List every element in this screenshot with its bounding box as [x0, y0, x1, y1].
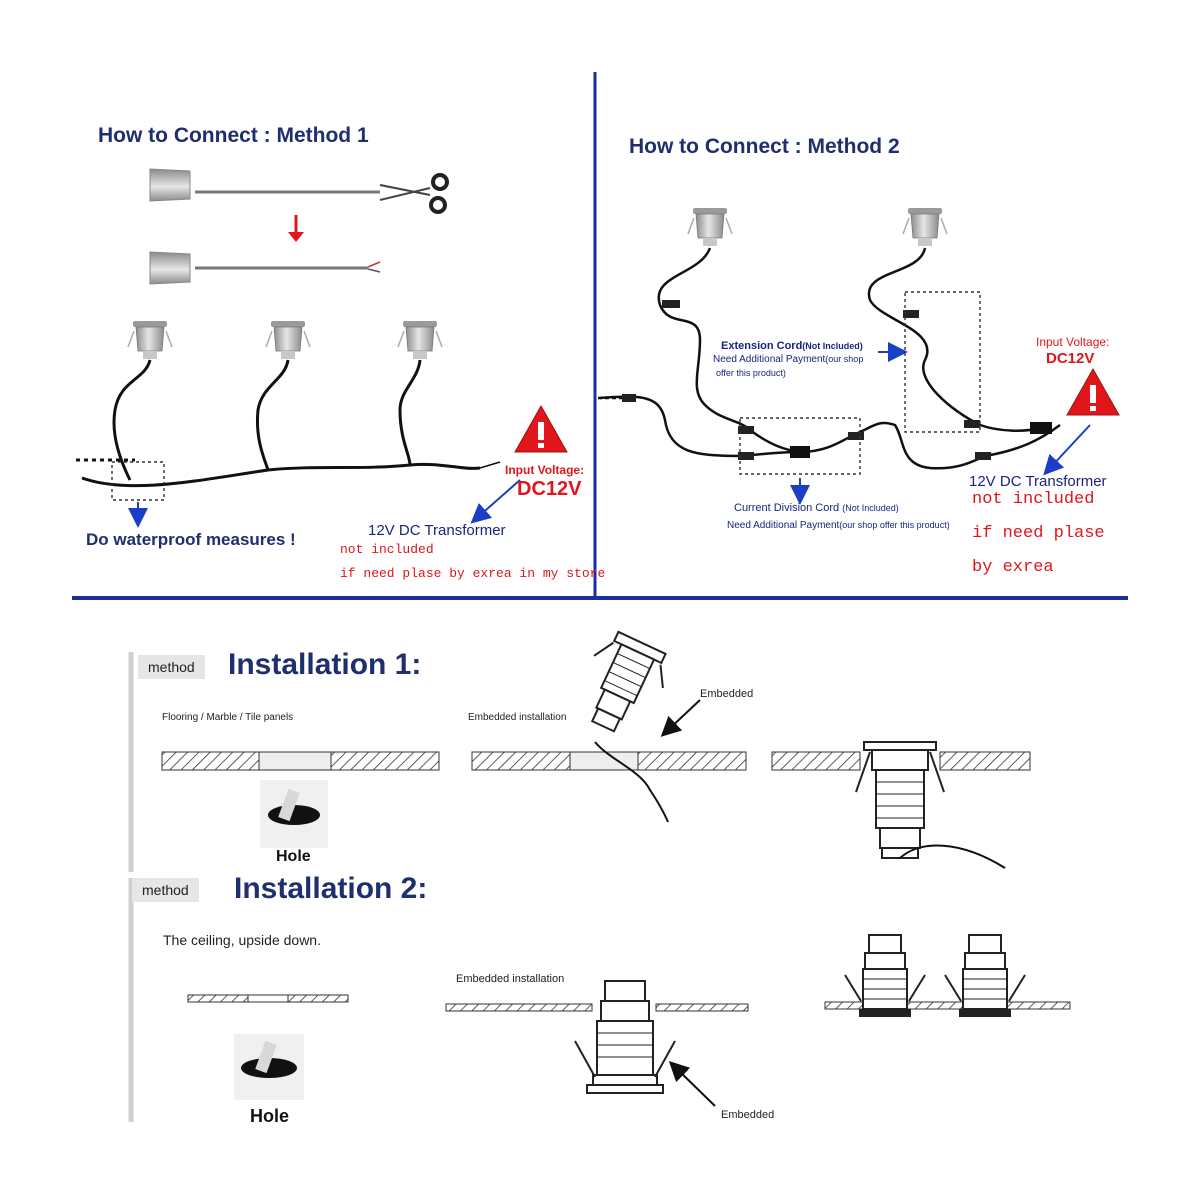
installation2-surface: The ceiling, upside down. — [163, 932, 321, 948]
installation2-diagram — [128, 878, 1071, 1122]
extension-payment-text: Need Additional Payment — [713, 354, 826, 365]
extension-cord-name: Extension Cord — [721, 340, 803, 352]
current-division-not-included: (Not Included) — [842, 503, 899, 513]
m2-transformer-label: 12V DC Transformer — [969, 473, 1107, 490]
warning-icon — [514, 405, 568, 453]
m2-voltage-value: DC12V — [1046, 350, 1095, 367]
lamp-tilted — [590, 630, 667, 733]
current-division-name: Current Division Cord — [734, 502, 840, 514]
hole-icon — [260, 780, 328, 848]
waterproof-note: Do waterproof measures ! — [86, 530, 296, 549]
current-shop-text: (our shop offer this product) — [839, 520, 950, 530]
installation1-embedded: Embedded — [700, 688, 754, 700]
extension-offer-label: offer this product) — [716, 368, 786, 378]
lamp-installed — [855, 741, 945, 859]
store-note: if need plase by exrea in my store — [340, 566, 606, 581]
extension-cord-not-included: (Not Included) — [802, 341, 863, 351]
installation1-hole-label: Hole — [276, 848, 311, 865]
m2-exrea-note: by exrea — [972, 558, 1054, 577]
installation1-method-tag: method — [138, 655, 205, 679]
installation2-embedded-installation: Embedded installation — [456, 973, 565, 985]
extension-payment-label: Need Additional Payment(our shop — [713, 354, 863, 365]
installation2-embedded: Embedded — [721, 1109, 775, 1121]
m2-input-voltage-label: Input Voltage: — [1036, 335, 1110, 349]
installation1-embedded-installation: Embedded installation — [468, 712, 567, 723]
voltage-value: DC12V — [517, 478, 582, 500]
installation2-method-tag: method — [132, 878, 199, 902]
transformer-label: 12V DC Transformer — [368, 522, 506, 539]
installation1-surface: Flooring / Marble / Tile panels — [162, 712, 294, 723]
installation2-title: Installation 2: — [234, 872, 428, 905]
extension-cord-label: Extension Cord(Not Included) — [721, 340, 863, 352]
method1-title: How to Connect : Method 1 — [98, 124, 369, 147]
installation1-diagram — [128, 630, 1031, 872]
installation1-title: Installation 1: — [228, 648, 422, 681]
not-included-note: not included — [340, 542, 434, 557]
current-division-label: Current Division Cord (Not Included) — [734, 502, 899, 514]
lamp-upside-down — [574, 980, 676, 1094]
method2-diagram — [598, 207, 1120, 505]
hole-icon — [234, 1034, 304, 1100]
lamp-ceiling-right — [944, 934, 1026, 1017]
method1-diagram — [76, 168, 568, 528]
current-payment-label: Need Additional Payment(our shop offer t… — [727, 520, 950, 531]
m2-not-included-note: not included — [972, 490, 1095, 509]
installation2-hole-label: Hole — [250, 1106, 290, 1126]
lamp-ceiling-left — [844, 934, 926, 1017]
method2-title: How to Connect : Method 2 — [629, 135, 900, 158]
current-payment-text: Need Additional Payment — [727, 520, 840, 531]
warning-icon — [1066, 368, 1120, 416]
m2-if-need-note: if need plase — [972, 524, 1105, 543]
input-voltage-label: Input Voltage: — [505, 463, 585, 477]
scissors-icon — [379, 173, 449, 214]
extension-shop-text: (our shop — [825, 354, 864, 364]
